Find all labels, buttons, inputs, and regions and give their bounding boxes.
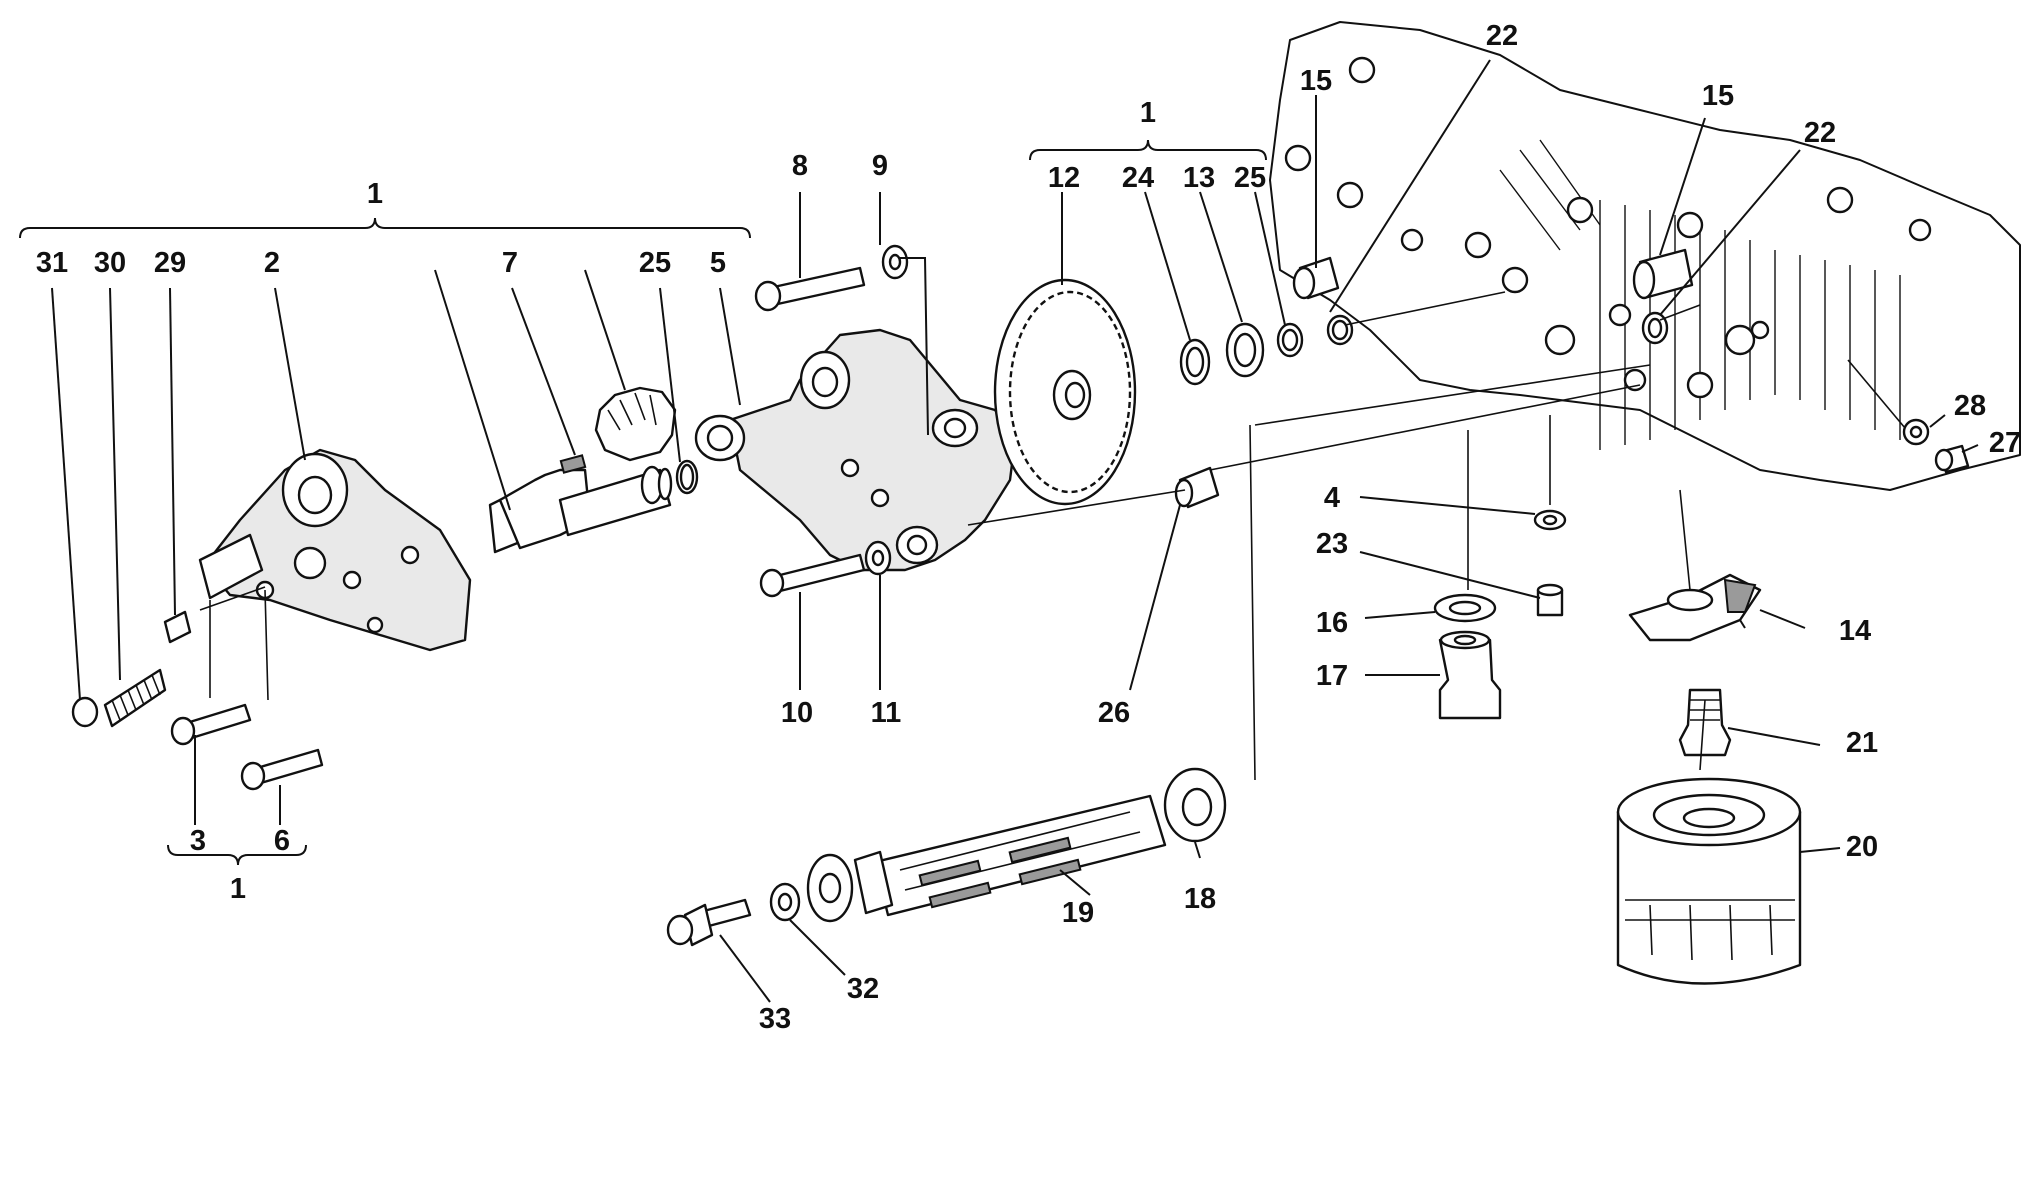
label-3: 3 <box>190 825 206 857</box>
label-2: 2 <box>264 247 280 279</box>
label-21: 21 <box>1846 727 1878 759</box>
cap-31 <box>71 696 99 728</box>
group-label-bottom: 1 <box>230 873 246 905</box>
group-label-left: 1 <box>367 178 383 210</box>
label-23: 23 <box>1316 528 1348 560</box>
group-label-mid: 1 <box>1140 97 1156 129</box>
label-30: 30 <box>94 247 126 279</box>
label-15b: 15 <box>1702 80 1734 112</box>
label-29: 29 <box>154 247 186 279</box>
label-32: 32 <box>847 973 879 1005</box>
pump-shaft-gears <box>488 386 699 554</box>
label-25b: 25 <box>1234 162 1266 194</box>
label-19: 19 <box>1062 897 1094 929</box>
screws-washers <box>170 244 909 791</box>
label-18: 18 <box>1184 883 1216 915</box>
label-33: 33 <box>759 1003 791 1035</box>
relief-valve-parts <box>71 610 192 728</box>
label-22b: 22 <box>1804 117 1836 149</box>
label-25: 25 <box>639 247 671 279</box>
label-9: 9 <box>872 150 888 182</box>
label-13: 13 <box>1183 162 1215 194</box>
label-16: 16 <box>1316 607 1348 639</box>
spacer-26 <box>1174 466 1220 509</box>
pump-body <box>694 328 1017 572</box>
part-labels: 1 1 1 31 30 29 2 7 25 5 8 9 10 11 26 12 … <box>36 20 2021 1035</box>
label-24: 24 <box>1122 162 1154 194</box>
label-27: 27 <box>1989 427 2021 459</box>
label-20: 20 <box>1846 831 1878 863</box>
group-brackets <box>19 139 1267 866</box>
leader-lines <box>51 59 1979 1003</box>
label-28: 28 <box>1954 390 1986 422</box>
bushes-orings <box>1292 248 1694 345</box>
label-14: 14 <box>1839 615 1871 647</box>
label-6: 6 <box>274 825 290 857</box>
label-4: 4 <box>1324 482 1340 514</box>
spring-30 <box>103 668 167 728</box>
label-8: 8 <box>792 150 808 182</box>
idler-gear-assembly <box>993 278 1354 506</box>
strainer-assembly <box>666 767 1227 947</box>
right-side-parts <box>1433 418 1970 985</box>
label-12: 12 <box>1048 162 1080 194</box>
label-7: 7 <box>502 247 518 279</box>
label-11: 11 <box>871 697 902 729</box>
label-17: 17 <box>1316 660 1348 692</box>
engine-crankcase <box>1269 21 2021 491</box>
label-15a: 15 <box>1300 65 1332 97</box>
label-22a: 22 <box>1486 20 1518 52</box>
label-10: 10 <box>781 697 813 729</box>
label-26: 26 <box>1098 697 1130 729</box>
valve-29 <box>163 610 192 644</box>
label-31: 31 <box>36 247 68 279</box>
pump-cover <box>198 448 472 652</box>
label-5: 5 <box>710 247 726 279</box>
